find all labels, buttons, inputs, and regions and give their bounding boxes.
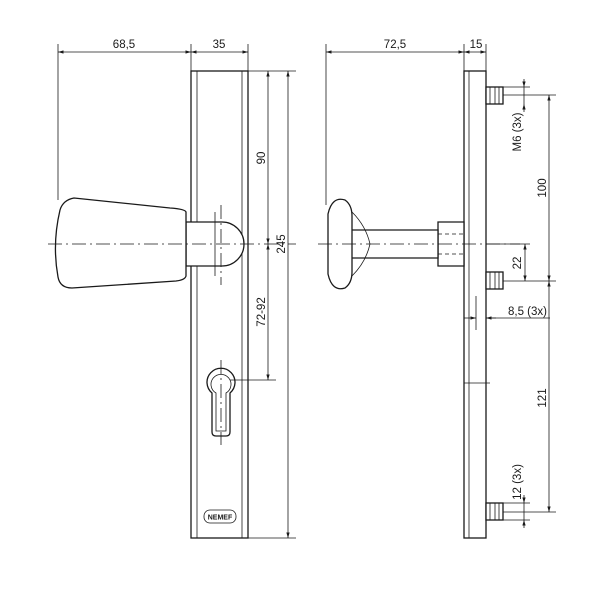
dim-label-90: 90: [256, 152, 268, 165]
side-backplate: [463, 70, 487, 539]
dim-label-100: 100: [537, 178, 549, 197]
dim-label-35: 35: [213, 39, 226, 51]
dim-label-m6: M6 (3x): [512, 112, 524, 151]
dim-label-22: 22: [512, 257, 524, 270]
nemef-logo: [203, 509, 237, 524]
dim-label-hole: 8,5 (3x): [508, 306, 547, 318]
dim-label-68-5: 68,5: [113, 39, 135, 51]
bolt-middle: [485, 271, 504, 290]
side-knob-grip: [327, 198, 353, 290]
bolt-top: [485, 86, 504, 105]
dim-label-12: 12 (3x): [512, 464, 524, 500]
dim-label-245: 245: [276, 234, 288, 253]
lever-handle: [54, 197, 187, 289]
dim-label-15: 15: [470, 39, 483, 51]
front-backplate: [190, 70, 249, 539]
front-view: NEMEF 68,5 35 90 72-92 245: [48, 39, 296, 539]
bolt-bottom: [485, 502, 504, 521]
side-view: 72,5 15 M6 (3x) 100 22 8,5 (3x) 121: [318, 39, 556, 539]
cylinder-cutout-inner: [210, 373, 232, 432]
dim-label-72-5: 72,5: [384, 39, 406, 51]
nemef-logo-text: NEMEF: [208, 515, 233, 522]
dim-label-121: 121: [537, 388, 549, 407]
dim-label-72-92: 72-92: [256, 297, 268, 326]
